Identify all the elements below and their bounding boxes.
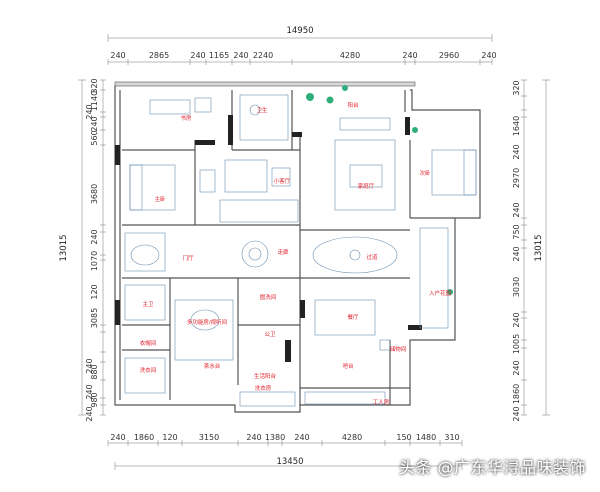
top-dim-3: 1165	[209, 51, 229, 60]
room-label-laundry: 洗衣房	[255, 384, 272, 392]
left-total-dimension: 13015	[59, 234, 69, 261]
right-dim-8: 240	[512, 312, 521, 327]
top-dim-8: 2960	[439, 51, 459, 60]
bottom-dim-4: 240	[246, 433, 261, 442]
wall-columns	[115, 115, 422, 362]
furniture	[124, 85, 477, 407]
bottom-dim-8: 150	[396, 433, 411, 442]
room-label-service-balcony: 工人房	[373, 398, 390, 406]
right-dim-7: 3030	[512, 277, 521, 297]
bottom-dim-1: 1860	[134, 433, 154, 442]
room-label-hallway: 走廊	[277, 248, 289, 256]
bottom-total-dimension: 13450	[276, 457, 303, 467]
right-dim-1: 1640	[512, 116, 521, 136]
room-label-master-bedroom: 主卧	[154, 195, 166, 203]
top-dim-1: 2865	[149, 51, 169, 60]
top-dim-5: 2240	[253, 51, 273, 60]
right-dim-10: 240	[512, 360, 521, 375]
left-dim-9: 3085	[90, 308, 99, 328]
room-label-bedroom-right: 次卧	[419, 169, 431, 177]
room-labels: 书房 主卧 卫生 小客厅 阳台 家庭厅 次卧 门厅 走廊 过道 入户花园 主卫 …	[140, 101, 452, 406]
room-label-corridor: 过道	[366, 253, 378, 261]
bottom-dim-0: 240	[110, 433, 125, 442]
room-label-entrance: 入户花园	[429, 289, 452, 297]
room-label-bathroom-top: 卫生	[256, 106, 268, 114]
right-dimension-chain: 13015 320 1640 240 2970 240 750 240 3030…	[512, 79, 550, 422]
room-label-utility: 洗衣间	[140, 366, 157, 374]
top-total-dimension: 14950	[286, 26, 313, 36]
room-label-wash: 盥洗间	[260, 293, 277, 301]
left-dim-7: 1070	[90, 251, 99, 271]
right-dim-2: 240	[512, 144, 521, 159]
watermark-caption: 头条 @广东华浔品味装饰	[398, 458, 586, 477]
right-dim-12: 240	[512, 406, 521, 421]
top-dim-4: 240	[233, 51, 248, 60]
bottom-dim-3: 3150	[199, 433, 219, 442]
right-dim-11: 1860	[512, 384, 521, 404]
bottom-dim-6: 240	[294, 433, 309, 442]
top-dim-7: 240	[402, 51, 417, 60]
right-dim-4: 240	[512, 202, 521, 217]
right-dim-9: 1005	[512, 334, 521, 354]
room-label-study: 书房	[180, 114, 192, 122]
left-dim-8: 120	[90, 284, 99, 299]
bottom-dim-5: 1380	[265, 433, 285, 442]
left-dimension-chain: 13015 240 1140 320 240 560 3680 240 1070…	[59, 78, 106, 422]
right-total-dimension: 13015	[534, 234, 544, 261]
room-label-dining: 餐厅	[347, 313, 359, 321]
room-label-tea: 茶水台	[204, 362, 221, 370]
bottom-dim-7: 4280	[342, 433, 362, 442]
top-dim-9: 240	[481, 51, 496, 60]
left-dim-6: 240	[90, 229, 99, 244]
room-label-dressing: 衣帽间	[140, 339, 157, 347]
right-dim-0: 320	[512, 80, 521, 95]
left-dim-2: 320	[90, 78, 99, 93]
top-dimension-chain: 14950 240 2865 240 1165 240 2240 4280 24…	[107, 26, 497, 65]
left-dim-12: 240	[85, 384, 94, 399]
top-dim-0: 240	[110, 51, 125, 60]
bottom-dim-2: 120	[162, 433, 177, 442]
room-label-kitchen-side: 生活阳台	[254, 372, 277, 380]
left-dim-10: 240	[85, 358, 94, 373]
right-dim-5: 750	[512, 224, 521, 239]
room-label-door-hall: 门厅	[182, 254, 194, 262]
interior-walls	[122, 90, 455, 405]
room-label-bar: 吧台	[342, 362, 354, 370]
left-dim-3: 240	[90, 116, 99, 131]
left-dim-1: 1140	[90, 91, 99, 111]
room-label-balcony: 阳台	[347, 101, 359, 109]
room-label-master-bath: 主卫	[142, 300, 154, 308]
room-label-guest-bath: 公卫	[264, 331, 276, 338]
right-dim-6: 240	[512, 246, 521, 261]
left-dim-11: 880	[90, 364, 99, 379]
room-label-living: 家庭厅	[358, 182, 375, 190]
bottom-dim-10: 310	[444, 433, 459, 442]
left-dim-5: 3680	[90, 184, 99, 204]
left-dim-13: 980	[90, 392, 99, 407]
exterior-walls	[114, 81, 481, 413]
left-dim-4: 560	[90, 130, 99, 145]
bottom-dimension-chain: 240 1860 120 3150 240 1380 240 4280 150 …	[107, 433, 463, 470]
bottom-dim-9: 1480	[416, 433, 436, 442]
left-dim-14: 240	[85, 406, 94, 421]
room-label-multi-room: 多功能房/视听间	[187, 318, 227, 326]
top-dim-2: 240	[190, 51, 205, 60]
top-dim-6: 4280	[340, 51, 360, 60]
left-dim-0: 240	[85, 104, 94, 119]
room-label-shoe: 储物间	[390, 345, 407, 353]
right-dim-3: 2970	[512, 168, 521, 188]
room-label-small-hall: 小客厅	[274, 177, 291, 185]
